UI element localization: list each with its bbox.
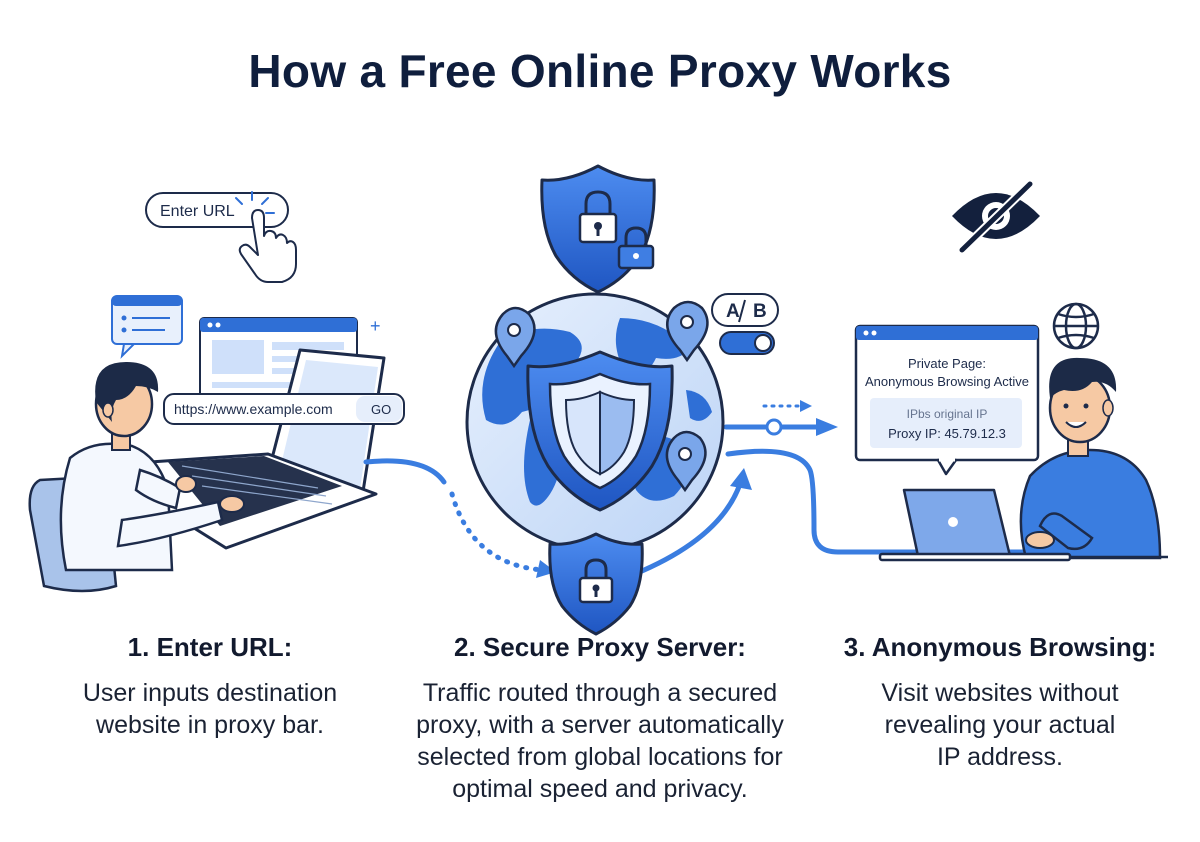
step-2-heading: 2. Secure Proxy Server: — [454, 632, 746, 662]
location-pin-icon — [665, 430, 707, 493]
step-2-line: Traffic routed through a secured — [422, 679, 778, 707]
click-sparkle-icon — [235, 191, 275, 214]
central-shield-icon — [526, 350, 674, 512]
ab-toggle[interactable]: A B — [711, 293, 779, 327]
chat-bubble-icon — [111, 295, 183, 359]
switch-toggle[interactable] — [719, 331, 775, 355]
person-right — [1019, 357, 1162, 560]
page-title: How a Free Online Proxy Works — [248, 45, 952, 97]
go-button-label: GO — [371, 402, 391, 417]
step-3: 3. Anonymous Browsing: Visit websites wi… — [830, 632, 1170, 773]
toggle-option-b: B — [753, 301, 767, 322]
laptop-right — [878, 488, 1168, 562]
flow-arrow-middle — [627, 448, 1161, 579]
plus-sparkle-icon: + — [370, 316, 381, 336]
eye-slash-icon — [952, 179, 1040, 255]
private-page-status: Anonymous Browsing Active — [865, 374, 1029, 389]
step-3-line: Visit websites without — [881, 679, 1119, 707]
private-page-window: Private Page: Anonymous Browsing Active … — [854, 324, 1040, 476]
step-3-line: IP address. — [936, 743, 1063, 771]
step-2-line: selected from global locations for — [417, 743, 783, 771]
step-2-description: Traffic routed through a secured proxy, … — [390, 677, 810, 805]
proxy-ip-label: Proxy IP: 45.79.12.3 — [888, 426, 1006, 441]
step-3-description: Visit websites without revealing your ac… — [830, 677, 1170, 773]
pointing-hand-icon — [238, 209, 297, 283]
step-1-line: User inputs destination — [82, 679, 338, 707]
proxy-url-bar[interactable]: https://www.example.com — [163, 393, 405, 425]
bottom-shield-lock-icon — [548, 532, 644, 636]
keyboard-keys — [181, 465, 333, 505]
step-1: 1. Enter URL: User inputs destination we… — [40, 632, 380, 741]
url-input-value: https://www.example.com — [174, 401, 333, 417]
step-1-line: website in proxy bar. — [96, 711, 324, 739]
private-page-title: Private Page: — [908, 356, 986, 371]
step-3-heading: 3. Anonymous Browsing: — [843, 632, 1157, 662]
globe-small-icon — [1052, 302, 1100, 350]
step-1-description: User inputs destination website in proxy… — [40, 677, 380, 741]
padlock-icon — [617, 226, 655, 270]
toggle-option-a: A — [726, 301, 740, 322]
enter-url-label: Enter URL — [160, 203, 235, 220]
step-2: 2. Secure Proxy Server: Traffic routed t… — [390, 632, 810, 805]
person-left — [28, 362, 245, 593]
location-pin-icon — [494, 306, 536, 369]
go-button[interactable]: GO — [371, 402, 391, 417]
step-1-heading: 1. Enter URL: — [127, 632, 293, 662]
location-pin-icon — [666, 300, 709, 363]
step-2-line: optimal speed and privacy. — [452, 775, 748, 803]
step-2-line: proxy, with a server automatically — [416, 711, 784, 739]
original-ip-label: IPbs original IP — [907, 407, 988, 421]
step-3-line: revealing your actual — [884, 711, 1116, 739]
flow-arrow-right — [723, 400, 838, 436]
